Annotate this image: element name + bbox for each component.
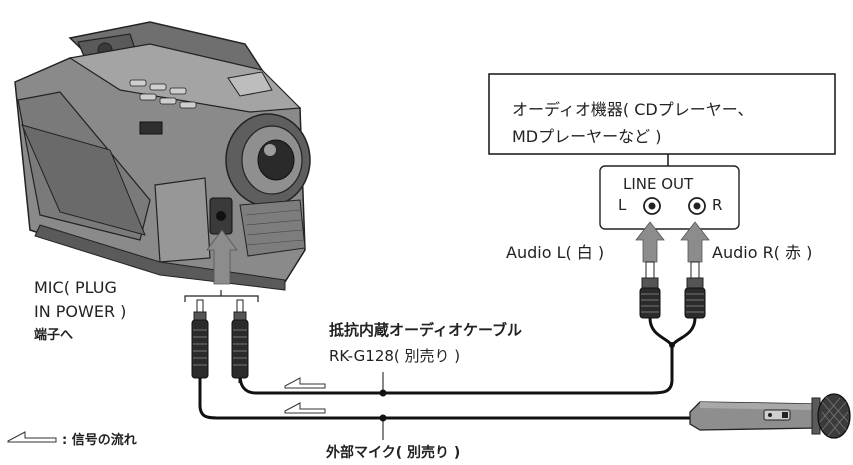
mic-jack-line1: MIC( PLUG [34,278,117,297]
external-mic-cable [198,378,690,420]
mic-jack-label: MIC( PLUG IN POWER ) 端子へ [34,276,126,348]
cable-label: 抵抗内蔵オーディオケーブル RK-G128( 別売り ) [329,317,522,369]
audio-left-label: Audio L( 白 ) [506,243,605,262]
audio-device-line2: MDプレーヤーなど ) [512,127,662,146]
audio-right-label: Audio R( 赤 ) [712,243,813,262]
flow-arrow-1 [284,377,326,389]
legend-label: : 信号の流れ [62,433,137,448]
line-out-left-label: L [618,196,627,214]
mic-jack-line3: 端子へ [34,328,74,343]
line-out-right-label: R [712,196,723,214]
line-out-panel [599,165,740,230]
line-out-title: LINE OUT [623,175,694,193]
cable-line2: RK-G128( 別売り ) [329,347,461,365]
cable-line1: 抵抗内蔵オーディオケーブル [329,321,523,339]
camcorder-illustration [14,21,311,291]
signal-arrow-left [635,221,665,263]
mic-jack-line2: IN POWER ) [34,302,127,321]
audio-cable [238,317,674,395]
jack-right-icon [688,197,706,215]
flow-arrow-2 [284,402,326,414]
signal-arrow-right [680,221,710,263]
mini-plug-mic [191,299,209,379]
external-mic-label: 外部マイク( 別売り ) [326,445,461,461]
audio-device-line1: オーディオ機器( CDプレーヤー、 [512,100,754,119]
jack-left-icon [643,197,661,215]
legend-arrow-icon [7,431,57,443]
mini-plug-cable [231,299,249,379]
rca-plug-right [684,261,706,319]
rca-plug-left [639,261,661,319]
audio-device-label: オーディオ機器( CDプレーヤー、 MDプレーヤーなど ) [512,96,754,150]
signal-arrow-camcorder [206,229,238,285]
external-microphone-icon [689,393,851,439]
audio-device-box [488,73,836,155]
